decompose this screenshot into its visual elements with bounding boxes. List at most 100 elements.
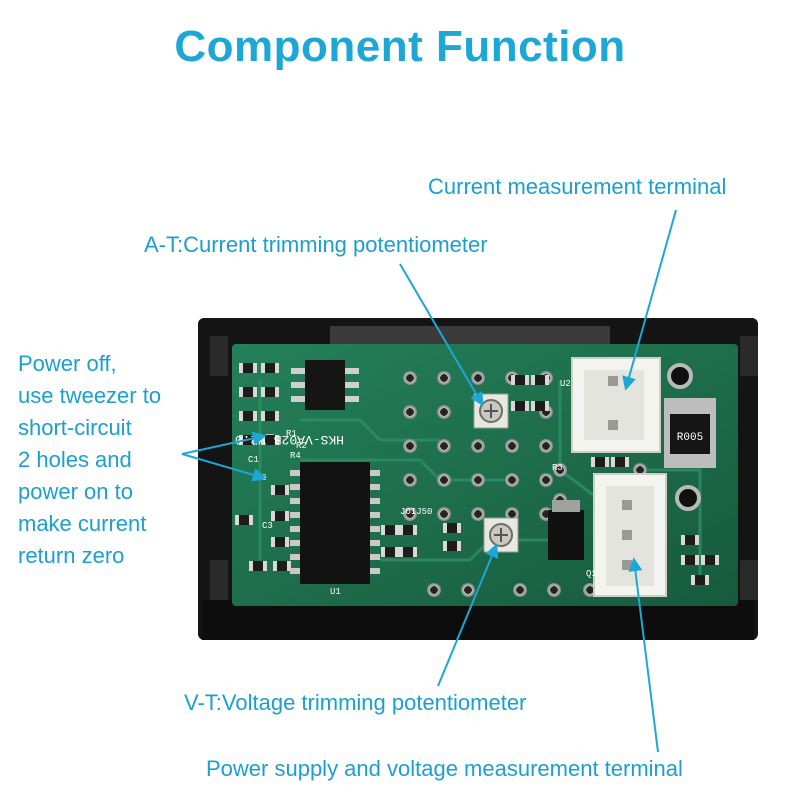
ic-pin xyxy=(370,484,380,490)
via-pad xyxy=(471,507,485,521)
silkscreen-label: U2 xyxy=(560,379,571,389)
via-pad xyxy=(471,371,485,385)
label-power-off-instructions: Power off, use tweezer to short-circuit 2 h… xyxy=(18,348,208,572)
via-pad xyxy=(505,439,519,453)
smd-part xyxy=(701,555,719,565)
via-pad xyxy=(505,473,519,487)
svg-text:R005: R005 xyxy=(677,432,703,444)
smd-part xyxy=(511,401,529,411)
silkscreen-label: Q1 xyxy=(586,569,597,579)
smd-part xyxy=(531,375,549,385)
smd-part xyxy=(531,401,549,411)
smd-part xyxy=(239,387,257,397)
voltage-trim-potentiometer xyxy=(483,517,519,553)
silkscreen-label: R2 xyxy=(296,441,307,451)
shunt-resistor: R005 xyxy=(664,398,716,468)
via-pad xyxy=(471,473,485,487)
arrow-power-off-1 xyxy=(181,431,267,455)
label-current-trim: A-T:Current trimming potentiometer xyxy=(144,232,488,257)
silkscreen-label: C3 xyxy=(262,521,273,531)
mounting-hole xyxy=(675,485,701,511)
smd-part xyxy=(399,547,417,557)
power-off-line: use tweezer to xyxy=(18,383,162,408)
smd-part xyxy=(239,363,257,373)
smd-part xyxy=(261,411,279,421)
smd-part xyxy=(591,457,609,467)
ic-pin xyxy=(370,554,380,560)
smd-part xyxy=(381,547,399,557)
silkscreen-label: JOIJ50 xyxy=(400,507,432,517)
via-pad xyxy=(437,507,451,521)
via-pad xyxy=(461,583,475,597)
silkscreen-label: R3 xyxy=(552,463,563,473)
power-supply-connector xyxy=(593,473,667,597)
ic-pin xyxy=(370,540,380,546)
arrow-current-trim xyxy=(399,263,484,407)
label-power-supply-terminal: Power supply and voltage measurement ter… xyxy=(206,756,683,781)
smd-part xyxy=(443,541,461,551)
via-pad xyxy=(437,405,451,419)
via-pad xyxy=(539,473,553,487)
via-pad xyxy=(553,463,567,477)
silkscreen-label: U1 xyxy=(330,587,341,597)
via-pad xyxy=(403,405,417,419)
power-off-line: 2 holes and xyxy=(18,447,132,472)
ic-pin xyxy=(290,568,300,574)
smd-part xyxy=(271,485,289,495)
arrow-voltage-trim xyxy=(437,543,499,687)
power-off-line: short-circuit xyxy=(18,415,132,440)
smd-part xyxy=(249,561,267,571)
transistor-q1 xyxy=(548,500,584,560)
smd-part xyxy=(681,535,699,545)
smd-part xyxy=(381,525,399,535)
smd-part xyxy=(681,555,699,565)
mounting-hole xyxy=(667,363,693,389)
power-off-line: return zero xyxy=(18,543,125,568)
main-ic-chip xyxy=(290,462,380,584)
power-off-line: Power off, xyxy=(18,351,117,376)
via-pad xyxy=(403,371,417,385)
smd-part xyxy=(399,525,417,535)
smd-part xyxy=(271,511,289,521)
power-off-line: power on to xyxy=(18,479,133,504)
power-off-line: make current xyxy=(18,511,147,536)
smd-part xyxy=(443,523,461,533)
smd-part xyxy=(261,387,279,397)
via-pad xyxy=(471,439,485,453)
silkscreen-label: R1 xyxy=(286,429,297,439)
ic-pin xyxy=(290,526,300,532)
via-pad xyxy=(513,583,527,597)
ic-pin xyxy=(370,470,380,476)
ic-pin xyxy=(370,568,380,574)
via-pad xyxy=(403,507,417,521)
ic-pin xyxy=(290,498,300,504)
current-terminal-connector xyxy=(571,357,661,453)
page-title: Component Function xyxy=(174,22,626,71)
ic-pin xyxy=(290,470,300,476)
smd-part xyxy=(261,363,279,373)
smd-part xyxy=(239,411,257,421)
via-pad xyxy=(547,583,561,597)
smd-part xyxy=(235,515,253,525)
silkscreen-label: C1 xyxy=(248,455,259,465)
smd-part xyxy=(271,537,289,547)
smd-components xyxy=(235,363,719,585)
arrow-power-supply xyxy=(628,557,659,753)
ic-pin xyxy=(290,484,300,490)
smd-part xyxy=(511,375,529,385)
ic-pin xyxy=(370,498,380,504)
via-pad xyxy=(437,473,451,487)
arrow-power-off-2 xyxy=(181,453,267,482)
smd-part xyxy=(691,575,709,585)
smd-part xyxy=(273,561,291,571)
via-pad xyxy=(427,583,441,597)
ic-pin xyxy=(290,554,300,560)
via-pad xyxy=(437,439,451,453)
ic-pin xyxy=(370,512,380,518)
small-ic-chip xyxy=(291,360,359,410)
label-current-terminal: Current measurement terminal xyxy=(428,174,727,199)
ic-pin xyxy=(290,512,300,518)
via-pad xyxy=(437,371,451,385)
silkscreen-label: R4 xyxy=(290,451,301,461)
